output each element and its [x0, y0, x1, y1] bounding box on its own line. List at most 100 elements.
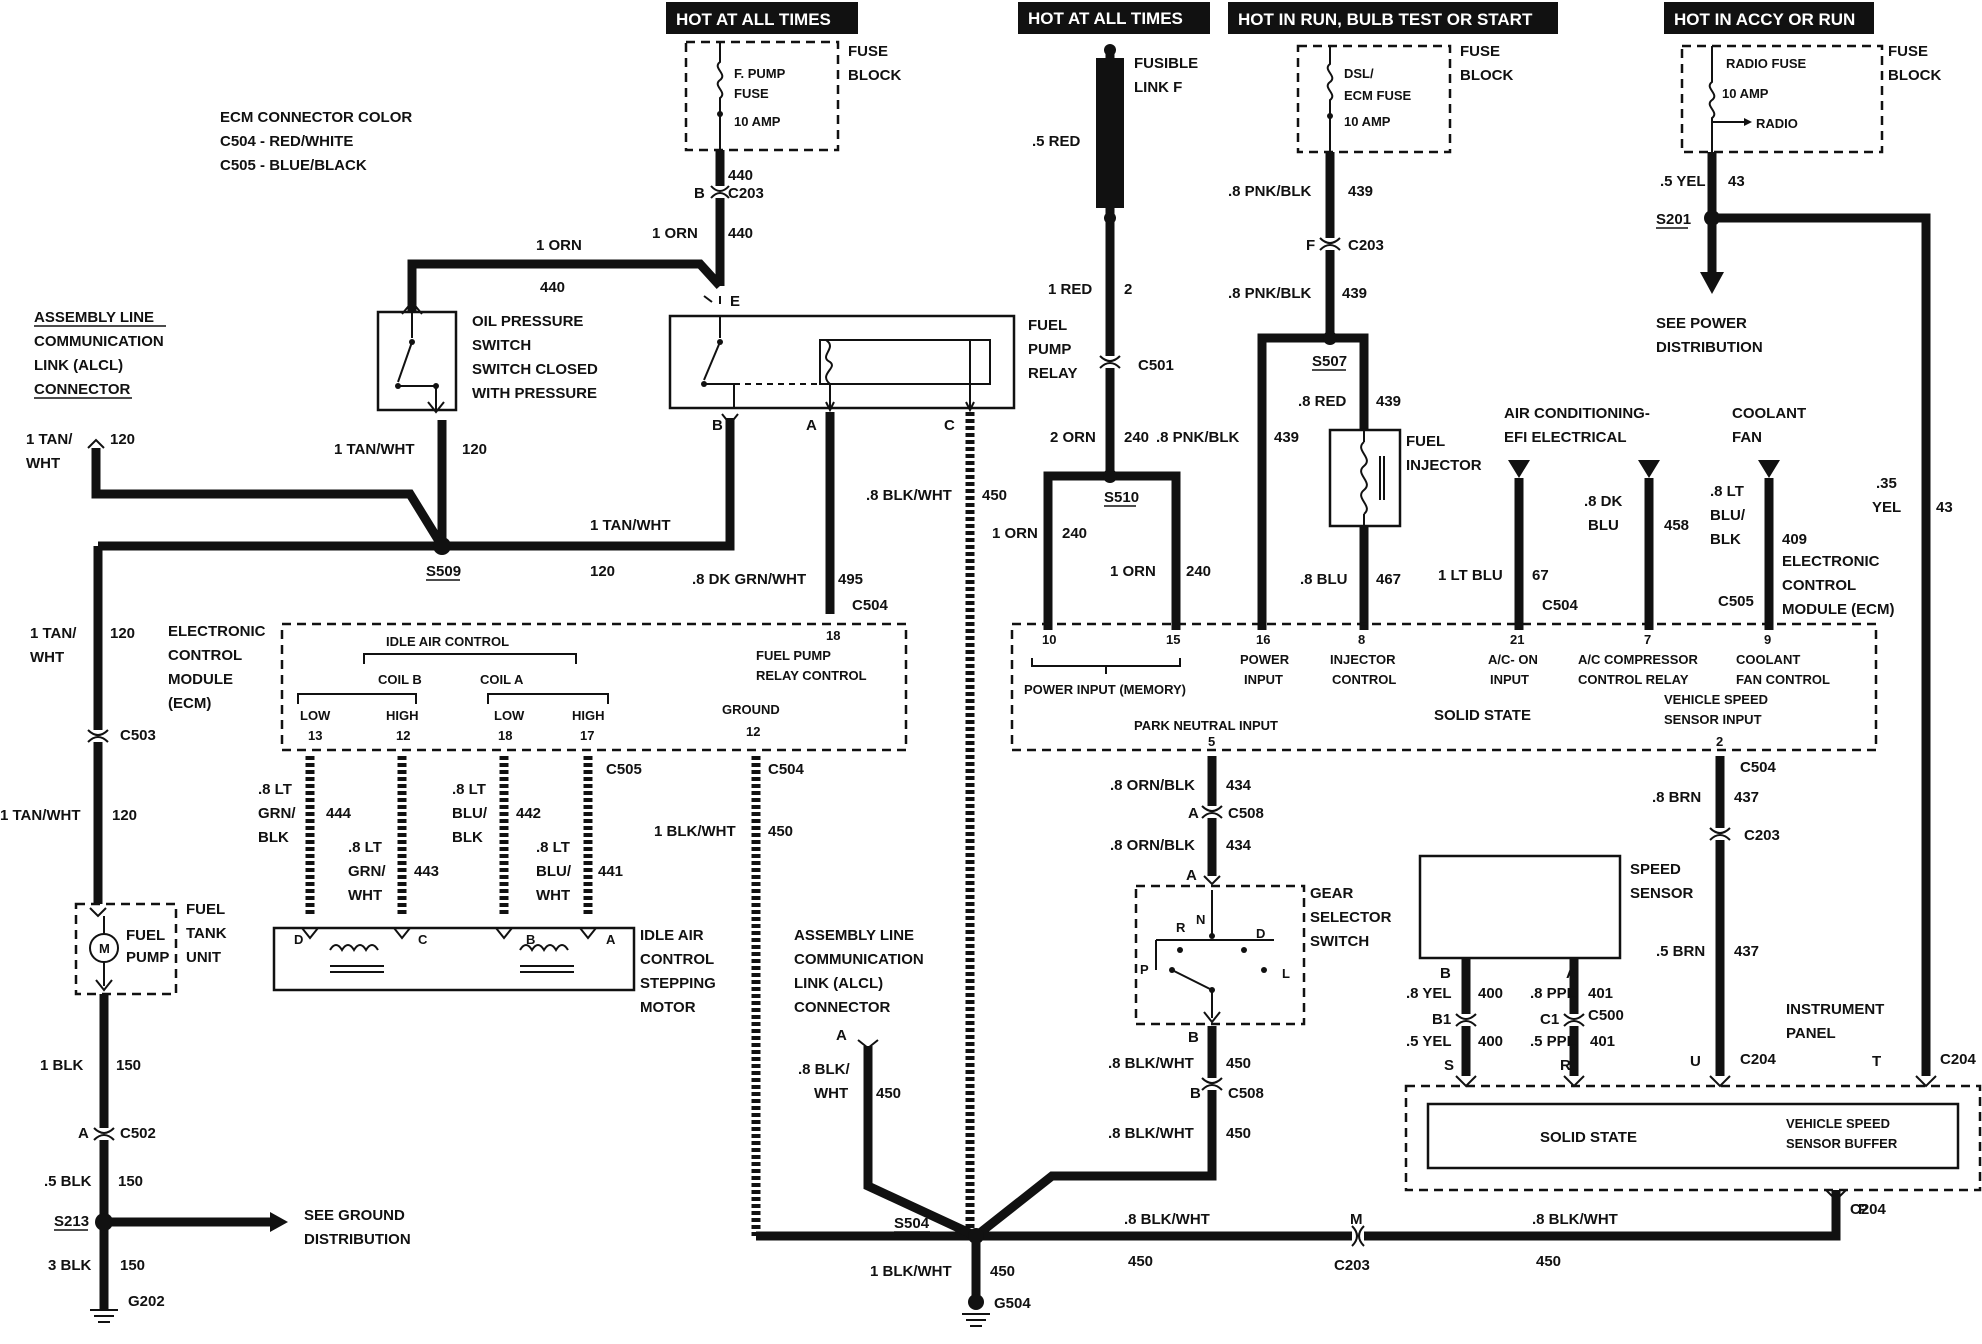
svg-text:12: 12: [746, 724, 760, 739]
svg-text:HOT AT ALL TIMES: HOT AT ALL TIMES: [1028, 9, 1183, 28]
svg-text:C500: C500: [1588, 1007, 1624, 1024]
svg-text:S507: S507: [1312, 353, 1347, 370]
svg-text:HIGH: HIGH: [386, 708, 419, 723]
svg-text:C504: C504: [768, 761, 805, 778]
ac-efi-electrical: AIR CONDITIONING- EFI ELECTRICAL 1 LT BL…: [1438, 405, 1650, 630]
svg-text:R: R: [1176, 920, 1186, 935]
ecm-connector-color-note: ECM CONNECTOR COLOR C504 - RED/WHITE C50…: [220, 109, 412, 174]
svg-text:A/C COMPRESSOR: A/C COMPRESSOR: [1578, 652, 1699, 667]
svg-text:.8 RED: .8 RED: [1298, 393, 1347, 410]
svg-text:ASSEMBLY LINE: ASSEMBLY LINE: [794, 927, 914, 944]
svg-text:WITH PRESSURE: WITH PRESSURE: [472, 385, 597, 402]
svg-text:SELECTOR: SELECTOR: [1310, 909, 1392, 926]
svg-text:DISTRIBUTION: DISTRIBUTION: [304, 1231, 411, 1248]
svg-text:C: C: [944, 417, 955, 434]
svg-text:C508: C508: [1228, 1085, 1264, 1102]
svg-text:M: M: [99, 941, 110, 956]
svg-text:B: B: [712, 417, 723, 434]
svg-text:.8 BRN: .8 BRN: [1652, 789, 1701, 806]
svg-text:3 BLK: 3 BLK: [48, 1257, 92, 1274]
svg-text:POWER: POWER: [1240, 652, 1290, 667]
svg-text:1 BLK: 1 BLK: [40, 1057, 84, 1074]
svg-text:WHT: WHT: [536, 887, 570, 904]
svg-text:441: 441: [598, 863, 623, 880]
svg-text:2: 2: [1124, 281, 1132, 298]
svg-text:B: B: [694, 185, 705, 202]
svg-text:GROUND: GROUND: [722, 702, 780, 717]
svg-text:1 LT BLU: 1 LT BLU: [1438, 567, 1503, 584]
svg-text:A: A: [1186, 867, 1197, 884]
svg-text:ELECTRONIC: ELECTRONIC: [168, 623, 266, 640]
svg-text:FUEL: FUEL: [1406, 433, 1445, 450]
svg-text:240: 240: [1186, 563, 1211, 580]
svg-text:1 TAN/: 1 TAN/: [30, 625, 77, 642]
svg-text:WHT: WHT: [348, 887, 382, 904]
svg-text:13: 13: [308, 728, 322, 743]
svg-text:.8 DK: .8 DK: [1584, 493, 1623, 510]
svg-text:C504: C504: [852, 597, 889, 614]
svg-text:BLK: BLK: [258, 829, 289, 846]
svg-text:OIL PRESSURE: OIL PRESSURE: [472, 313, 583, 330]
oil-pressure-switch: OIL PRESSURE SWITCH SWITCH CLOSED WITH P…: [376, 301, 598, 414]
wire-439: .8 PNK/BLK 439 F C203 .8 PNK/BLK 439 S50…: [1156, 152, 1401, 630]
svg-text:YEL: YEL: [1872, 499, 1901, 516]
svg-text:7: 7: [1644, 632, 1651, 647]
svg-text:.8 LT: .8 LT: [452, 781, 486, 798]
svg-text:MODULE (ECM): MODULE (ECM): [1782, 601, 1895, 618]
svg-text:UNIT: UNIT: [186, 949, 221, 966]
svg-text:HOT IN RUN, BULB TEST OR STAR: HOT IN RUN, BULB TEST OR START: [1238, 10, 1533, 29]
svg-text:PARK NEUTRAL INPUT: PARK NEUTRAL INPUT: [1134, 718, 1278, 733]
svg-text:CONTROL: CONTROL: [640, 951, 714, 968]
svg-text:1 TAN/WHT: 1 TAN/WHT: [334, 441, 415, 458]
svg-text:443: 443: [414, 863, 439, 880]
svg-text:450: 450: [768, 823, 793, 840]
svg-text:WHT: WHT: [814, 1085, 848, 1102]
wire-440: 440 B C203 1 ORN 440 1 ORN 440 E: [407, 150, 764, 312]
svg-text:LOW: LOW: [494, 708, 525, 723]
svg-text:BLOCK: BLOCK: [848, 67, 901, 84]
svg-text:A: A: [1188, 805, 1199, 822]
fuse-block-fpump: F. PUMP FUSE 10 AMP FUSE BLOCK: [684, 40, 901, 152]
svg-text:43: 43: [1936, 499, 1953, 516]
svg-text:409: 409: [1782, 531, 1807, 548]
svg-text:S504: S504: [894, 1215, 930, 1232]
svg-text:CONTROL: CONTROL: [1332, 672, 1396, 687]
svg-text:.8 LT: .8 LT: [1710, 483, 1744, 500]
svg-text:439: 439: [1348, 183, 1373, 200]
svg-text:437: 437: [1734, 789, 1759, 806]
svg-text:.8 BLK/: .8 BLK/: [798, 1061, 851, 1078]
svg-text:B1: B1: [1432, 1011, 1451, 1028]
svg-text:LINK (ALCL): LINK (ALCL): [34, 357, 123, 374]
svg-text:FUSE: FUSE: [1460, 43, 1500, 60]
svg-text:COOLANT: COOLANT: [1732, 405, 1806, 422]
svg-text:10 AMP: 10 AMP: [1722, 86, 1769, 101]
svg-text:.8 BLK/WHT: .8 BLK/WHT: [1124, 1211, 1210, 1228]
svg-text:67: 67: [1532, 567, 1549, 584]
svg-text:SPEED: SPEED: [1630, 861, 1681, 878]
svg-text:SWITCH: SWITCH: [1310, 933, 1369, 950]
svg-text:439: 439: [1342, 285, 1367, 302]
svg-text:SEE POWER: SEE POWER: [1656, 315, 1747, 332]
svg-text:SOLID STATE: SOLID STATE: [1434, 707, 1531, 724]
svg-text:439: 439: [1274, 429, 1299, 446]
svg-text:STEPPING: STEPPING: [640, 975, 716, 992]
svg-text:.8 BLK/WHT: .8 BLK/WHT: [1532, 1211, 1618, 1228]
svg-text:FUSIBLE: FUSIBLE: [1134, 55, 1198, 72]
svg-text:BLU/: BLU/: [536, 863, 572, 880]
svg-text:.5 RED: .5 RED: [1032, 133, 1081, 150]
svg-text:B: B: [1188, 1029, 1199, 1046]
svg-text:COMMUNICATION: COMMUNICATION: [34, 333, 164, 350]
svg-text:440: 440: [728, 225, 753, 242]
svg-text:SENSOR BUFFER: SENSOR BUFFER: [1786, 1136, 1898, 1151]
svg-text:FUEL: FUEL: [126, 927, 165, 944]
svg-text:ECM CONNECTOR COLOR: ECM CONNECTOR COLOR: [220, 109, 412, 126]
svg-text:450: 450: [1226, 1125, 1251, 1142]
svg-text:450: 450: [1128, 1253, 1153, 1270]
svg-text:467: 467: [1376, 571, 1401, 588]
svg-text:L: L: [1282, 966, 1290, 981]
svg-text:C501: C501: [1138, 357, 1174, 374]
header-hot-at-all-times: HOT AT ALL TIMES: [666, 2, 858, 34]
svg-text:120: 120: [462, 441, 487, 458]
svg-text:A: A: [1566, 965, 1577, 982]
svg-text:401: 401: [1590, 1033, 1615, 1050]
